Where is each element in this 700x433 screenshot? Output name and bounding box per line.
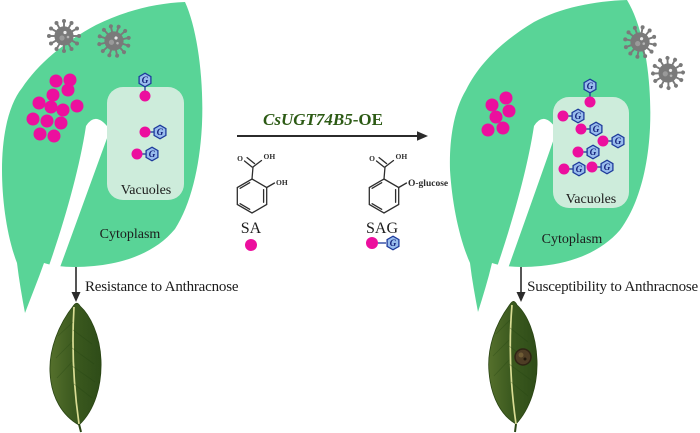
sa-legend-dot [245, 239, 257, 251]
left-cytoplasm-label: Cytoplasm [100, 227, 161, 242]
sag-label: SAG [366, 220, 398, 237]
gene-suffix: -OE [353, 110, 383, 129]
left-caption: Resistance to Anthracnose [85, 279, 239, 295]
left-down-arrowhead [71, 292, 81, 302]
sag-structure: O-glucose [368, 151, 448, 214]
o-glucose-label: O-glucose [408, 179, 448, 189]
gene-label: CsUGT74B5-OE [263, 110, 383, 129]
sa-structure: OH [236, 151, 288, 214]
sag-legend [366, 235, 400, 251]
left-vacuole [107, 87, 184, 200]
right-vacuole-label: Vacuoles [566, 192, 617, 207]
anthracnose-lesion [514, 348, 532, 366]
right-caption: Susceptibility to Anthracnose [527, 279, 698, 295]
left-leaf-midrib [33, 118, 110, 313]
sa-ortho-hydroxyl-label: OH [276, 178, 288, 187]
right-down-arrowhead [516, 292, 526, 302]
sag-legend-dot [366, 237, 378, 249]
diseased-leaf-photo [488, 301, 538, 433]
sa-label: SA [241, 220, 262, 237]
reaction-arrowhead [417, 131, 428, 141]
left-vacuole-label: Vacuoles [121, 183, 172, 198]
right-cytoplasm-label: Cytoplasm [542, 232, 603, 247]
right-leaf-midrib [482, 118, 557, 313]
gene-name: CsUGT74B5 [263, 110, 353, 129]
right-cell-leaf [449, 0, 651, 312]
healthy-leaf-photo [49, 302, 102, 433]
